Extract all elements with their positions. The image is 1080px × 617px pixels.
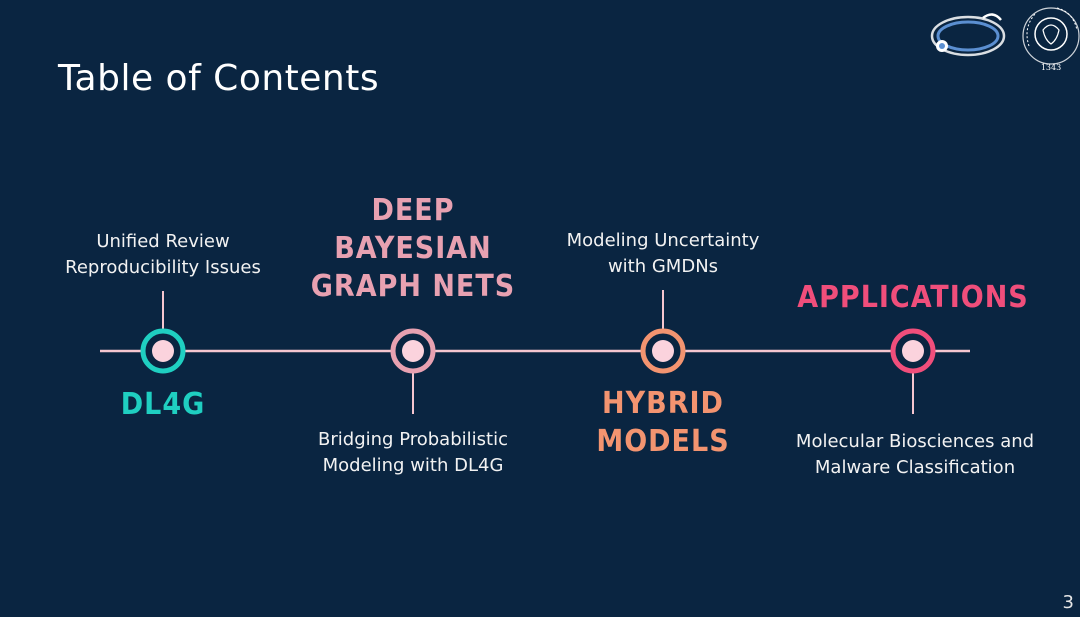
milestone-bayesian-heading: DEEP BAYESIAN GRAPH NETS (310, 193, 516, 304)
node-bayesian (390, 328, 436, 374)
node-applications (890, 328, 936, 374)
page-number: 3 (1062, 592, 1074, 613)
node-hybrid (640, 328, 686, 374)
svg-text:1343: 1343 (1041, 63, 1061, 72)
milestone-dl4g-heading: DL4G (120, 387, 206, 422)
milestone-bayesian-description: Bridging Probabilistic Modeling with DL4… (318, 429, 508, 476)
lab-logo-icon (930, 13, 1006, 57)
milestone-hybrid-heading: HYBRID MODELS (596, 386, 730, 459)
milestone-dl4g-description: Unified Review Reproducibility Issues (65, 231, 261, 278)
milestone-applications-description: Molecular Biosciences and Malware Classi… (795, 431, 1035, 478)
university-seal-icon: 1343 (1022, 7, 1080, 72)
slide-title: Table of Contents (58, 58, 380, 99)
milestone-hybrid-description: Modeling Uncertainty with GMDNs (566, 230, 760, 277)
milestone-applications-heading: APPLICATIONS (797, 280, 1029, 315)
node-dl4g (140, 328, 186, 374)
